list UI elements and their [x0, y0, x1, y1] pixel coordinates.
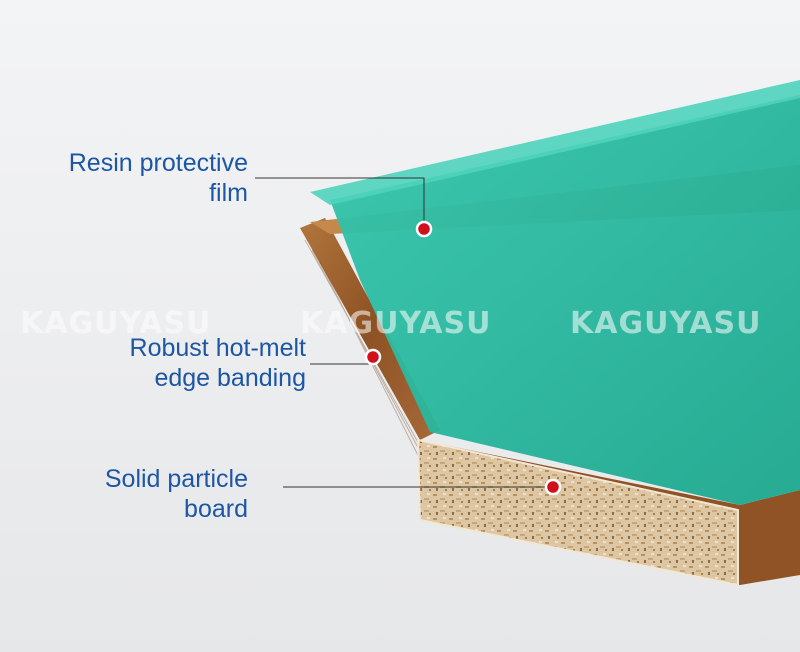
particle-board-core	[418, 440, 738, 585]
resin-film-layer	[330, 95, 800, 505]
wood-edge-left-face	[300, 218, 440, 440]
callout-resin-line1: Resin protective	[68, 149, 248, 177]
watermark-center: KAGUYASU	[300, 306, 492, 341]
callout-resin-line2: film	[209, 179, 248, 207]
watermark-left: KAGUYASU	[20, 306, 212, 341]
callout-resin-film: Resin protective film	[69, 148, 248, 208]
callout-edge-banding: Robust hot-melt edge banding	[130, 333, 306, 393]
marker-board	[544, 478, 562, 496]
marker-resin	[415, 220, 433, 238]
marker-edge	[364, 348, 382, 366]
callout-edge-line2: edge banding	[154, 364, 306, 392]
callout-board-line2: board	[184, 495, 248, 523]
callout-particle-board: Solid particle board	[105, 464, 248, 524]
callout-edge-line1: Robust hot-melt	[129, 334, 306, 362]
callout-board-line1: Solid particle	[104, 465, 248, 493]
watermark-right: KAGUYASU	[570, 306, 762, 341]
